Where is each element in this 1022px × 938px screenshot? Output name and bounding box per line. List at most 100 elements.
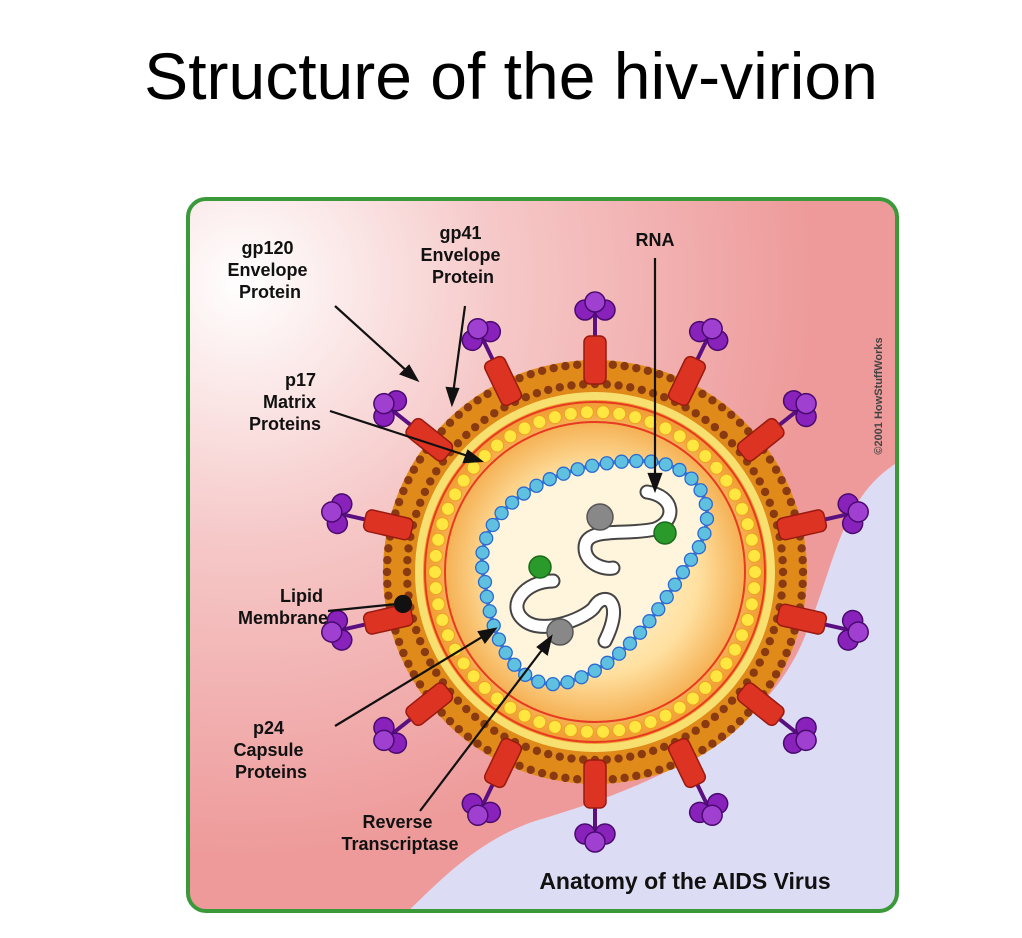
gp41-stalk	[667, 355, 707, 407]
matrix-protein	[747, 581, 762, 596]
membrane-dot	[708, 739, 717, 748]
gp120-knob	[321, 609, 366, 651]
matrix-protein	[658, 708, 673, 723]
knob-lobe	[584, 831, 606, 853]
membrane-dot	[765, 637, 774, 646]
capsid-protein	[504, 495, 520, 510]
capsid-protein	[570, 462, 585, 477]
membrane-dot	[453, 439, 463, 448]
matrix-protein	[503, 429, 518, 444]
rna-strand-1-fill	[579, 486, 676, 574]
capsid-protein	[482, 604, 497, 619]
matrix-protein	[735, 628, 750, 643]
membrane-dot	[394, 637, 404, 647]
capsid-protein	[632, 625, 648, 640]
capsid-protein	[659, 589, 674, 605]
membrane-dot	[480, 415, 489, 425]
capsid-protein	[699, 511, 715, 527]
knob-stem	[479, 783, 495, 809]
membrane-dot	[760, 647, 770, 657]
matrix-protein	[685, 691, 700, 706]
pointer-gp41	[451, 305, 467, 395]
membrane-dot	[521, 393, 530, 402]
membrane-dot	[402, 567, 412, 577]
capsid-protein	[614, 454, 629, 469]
membrane-dot	[409, 465, 419, 474]
membrane-dot	[749, 467, 758, 476]
knob-lobe	[847, 621, 869, 643]
gp41-stalk	[736, 417, 785, 462]
pointer-p17	[329, 409, 472, 459]
membrane-dot	[786, 637, 796, 647]
membrane-dot	[473, 739, 482, 748]
membrane-dot	[490, 409, 499, 418]
matrix-protein	[547, 719, 562, 734]
spike-stalks-layer	[362, 335, 828, 809]
membrane-dot	[798, 567, 808, 577]
membrane-dot	[555, 383, 564, 392]
membrane-dot	[463, 732, 473, 741]
knob-lobe	[701, 804, 723, 827]
capsid-protein	[545, 676, 561, 692]
knob-lobe	[373, 729, 395, 752]
pointer-rt-head	[536, 634, 553, 656]
gp41-stalk	[776, 509, 828, 541]
capsid-protein	[693, 483, 708, 498]
capsid-protein	[479, 589, 495, 604]
matrix-protein	[563, 406, 578, 421]
membrane-dot	[727, 696, 737, 705]
gp120-knob	[824, 609, 869, 651]
matrix-protein	[658, 421, 673, 436]
membrane-dot	[473, 396, 482, 405]
membrane-dot	[537, 366, 547, 376]
label-lipid: Lipid Membrane	[238, 586, 328, 628]
membrane-dot	[412, 625, 421, 635]
gp41-stalk	[405, 682, 454, 727]
capsid-protein	[485, 517, 500, 533]
knob-stem	[778, 717, 802, 737]
matrix-protein	[517, 708, 532, 723]
membrane-dot	[626, 383, 635, 392]
gp120-knob	[778, 390, 817, 428]
gp120-knob	[461, 783, 502, 827]
matrix-protein	[428, 548, 443, 563]
membrane-dot	[415, 680, 425, 689]
membrane-dot	[632, 363, 641, 373]
membrane-dot	[765, 455, 775, 464]
matrix-protein	[579, 724, 594, 739]
capsid-protein	[542, 472, 557, 487]
knob-stem	[695, 783, 711, 809]
capsid-protein	[691, 540, 707, 555]
membrane-dot	[483, 745, 492, 755]
matrix-protein	[456, 656, 471, 671]
matrix-protein	[477, 680, 492, 695]
matrix-inner-outline	[444, 421, 746, 723]
knob-lobe	[795, 729, 817, 752]
matrix-protein	[709, 669, 724, 684]
matrix-protein	[596, 724, 611, 739]
membrane-dot	[432, 668, 441, 677]
membrane-dot	[727, 724, 736, 734]
matrix-protein	[628, 719, 643, 734]
pointer-p24-head	[477, 627, 498, 644]
membrane-dot	[778, 579, 787, 589]
matrix-protein	[719, 656, 734, 671]
gp41-stalk	[583, 759, 607, 809]
matrix-protein	[672, 429, 687, 444]
capsid-protein	[475, 545, 490, 560]
membrane-dot	[399, 486, 408, 496]
membrane-dot	[719, 430, 728, 440]
gp120-knob	[778, 716, 817, 754]
membrane-dot	[769, 625, 778, 635]
membrane-dot	[555, 752, 564, 761]
knob-lobe	[847, 501, 869, 523]
matrix-protein	[435, 612, 450, 627]
capsid-protein	[587, 663, 602, 678]
capsid-protein	[658, 457, 673, 472]
membrane-dot	[626, 752, 635, 761]
membrane-dot	[717, 732, 727, 741]
membrane-dot	[701, 415, 710, 425]
enzyme-green-2	[528, 555, 552, 579]
pointer-lines	[327, 258, 663, 812]
membrane-dot	[470, 712, 480, 722]
